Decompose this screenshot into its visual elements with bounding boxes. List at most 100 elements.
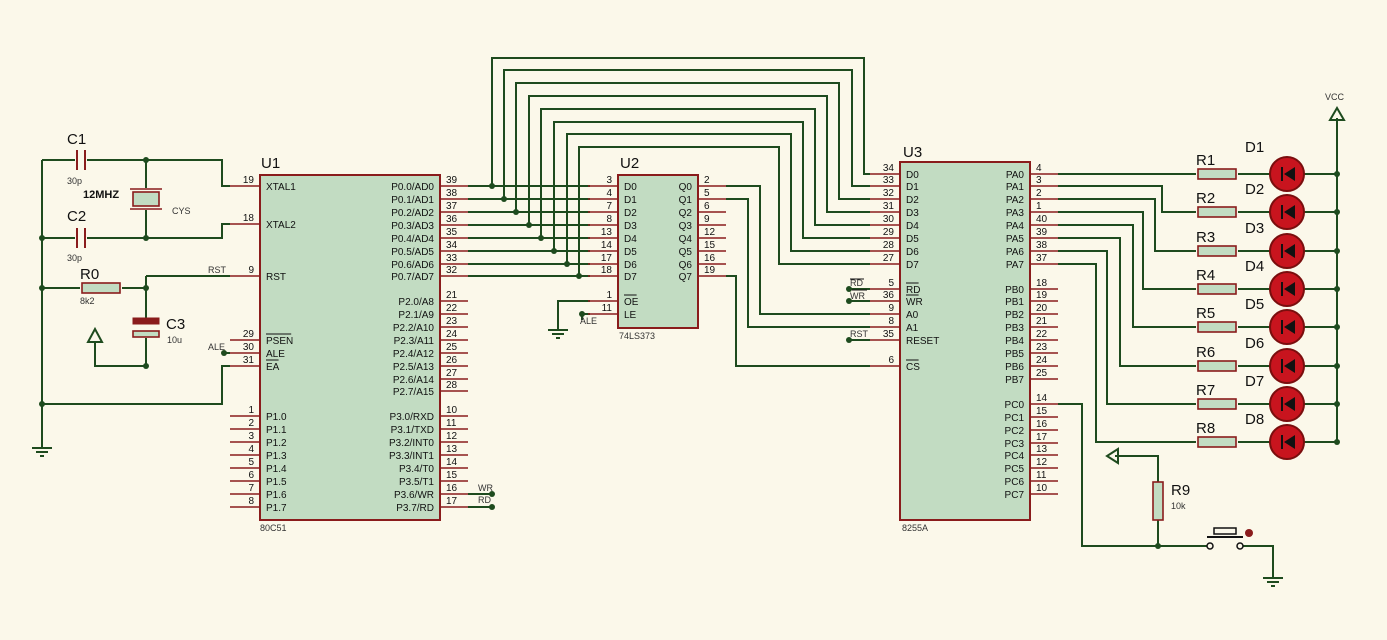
led-triangle xyxy=(1284,359,1295,373)
pin-number: 11 xyxy=(1036,470,1047,481)
led-triangle xyxy=(1284,435,1295,449)
pin-number: 8 xyxy=(606,214,612,225)
pin-number: 14 xyxy=(601,240,613,251)
pin-number: 20 xyxy=(1036,303,1048,314)
pa-to-resistor xyxy=(1058,185,1196,213)
net-rd-label-u1: RD xyxy=(478,495,491,505)
pin-number: 34 xyxy=(446,240,458,251)
pin-name: P1.7 xyxy=(266,503,287,514)
pin-name: PB2 xyxy=(1005,310,1024,321)
pa-to-resistor xyxy=(1058,198,1196,252)
pin-number: 30 xyxy=(243,342,255,353)
led-ref: D6 xyxy=(1245,335,1264,352)
junction-dot xyxy=(846,337,852,343)
pin-number: 5 xyxy=(888,278,894,289)
pin-number: 4 xyxy=(248,444,254,455)
r0-ref: R0 xyxy=(80,266,99,283)
pin-name: P0.1/AD1 xyxy=(391,195,434,206)
pin-name: P1.5 xyxy=(266,477,287,488)
led-ref: D5 xyxy=(1245,296,1264,313)
pin-name: P0.7/AD7 xyxy=(391,272,434,283)
pin-name: P2.3/A11 xyxy=(394,336,435,347)
pin-number: 5 xyxy=(248,457,254,468)
pin-number: 4 xyxy=(606,188,612,199)
net-wr-label-u3: WR xyxy=(850,291,865,301)
u3-ref: U3 xyxy=(903,144,922,161)
pin-name: PSEN xyxy=(266,336,293,347)
resistor-ref: R3 xyxy=(1196,229,1215,246)
c2-value: 30p xyxy=(67,253,82,263)
pin-name: PC3 xyxy=(1005,439,1025,450)
junction-dot xyxy=(143,363,149,369)
pin-name: D7 xyxy=(624,272,637,283)
pin-number: 12 xyxy=(704,227,716,238)
pin-number: 39 xyxy=(446,175,458,186)
pin-name: Q5 xyxy=(679,247,693,258)
pin-number: 21 xyxy=(1036,316,1048,327)
pin-number: 33 xyxy=(883,175,895,186)
pin-number: 11 xyxy=(602,303,613,314)
pin-number: 36 xyxy=(446,214,458,225)
junction-dot xyxy=(579,311,585,317)
led-triangle xyxy=(1284,244,1295,258)
pin-number: 25 xyxy=(446,342,458,353)
pin-number: 1 xyxy=(248,405,254,416)
pin-number: 29 xyxy=(243,329,255,340)
led-ref: D1 xyxy=(1245,139,1264,156)
pin-number: 17 xyxy=(601,253,613,264)
pin-name: XTAL2 xyxy=(266,220,296,231)
pa-to-resistor xyxy=(1058,263,1196,443)
pin-name: P3.4/T0 xyxy=(399,464,434,475)
led-triangle xyxy=(1284,282,1295,296)
c1-value: 30p xyxy=(67,176,82,186)
net-ale-label-u2: ALE xyxy=(580,316,597,326)
net-rd-label-u3: RD xyxy=(850,278,863,288)
pin-name: PB7 xyxy=(1005,375,1024,386)
resistor-body xyxy=(1197,398,1237,410)
led-triangle xyxy=(1284,205,1295,219)
pin-name: P2.6/A14 xyxy=(393,375,435,386)
pin-number: 1 xyxy=(606,290,612,301)
pa-to-resistor xyxy=(1058,211,1196,290)
pin-number: 16 xyxy=(704,253,716,264)
pa-to-resistor xyxy=(1058,237,1196,367)
pin-number: 5 xyxy=(704,188,710,199)
pin-name: D5 xyxy=(906,234,919,245)
pin-number: 6 xyxy=(704,201,710,212)
pin-name: PC2 xyxy=(1005,426,1025,437)
pin-number: 2 xyxy=(248,418,254,429)
pin-name: P0.2/AD2 xyxy=(391,208,434,219)
resistor-body xyxy=(1197,321,1237,333)
u2-body xyxy=(617,174,699,329)
pin-number: 25 xyxy=(1036,368,1048,379)
chips xyxy=(230,161,1058,521)
u3-type: 8255A xyxy=(902,523,928,533)
pin-name: Q2 xyxy=(679,208,693,219)
pc0-to-button xyxy=(1058,403,1207,547)
resistor-ref: R6 xyxy=(1196,344,1215,361)
pin-number: 26 xyxy=(446,355,458,366)
net-vcc-label: VCC xyxy=(1325,92,1345,102)
pin-name: P0.6/AD6 xyxy=(391,260,434,271)
junction-dot xyxy=(221,350,227,356)
pin-number: 24 xyxy=(446,329,458,340)
pin-number: 13 xyxy=(1036,444,1048,455)
pin-name: D6 xyxy=(624,260,637,271)
pin-number: 1 xyxy=(1036,201,1042,212)
pin-name: P1.0 xyxy=(266,412,287,423)
data-bus-loop xyxy=(578,146,870,276)
resistor-body xyxy=(1197,436,1237,448)
pin-name: D5 xyxy=(624,247,637,258)
pin-number: 23 xyxy=(446,316,458,327)
pin-number: 7 xyxy=(606,201,612,212)
pin-name: P1.2 xyxy=(266,438,287,449)
pin-name: P3.3/INT1 xyxy=(389,451,434,462)
pin-name: P3.2/INT0 xyxy=(389,438,434,449)
pin-number: 6 xyxy=(248,470,254,481)
u1-body xyxy=(259,174,441,521)
pin-number: 9 xyxy=(888,303,894,314)
pin-name: P2.2/A10 xyxy=(393,323,435,334)
pin-name: PC5 xyxy=(1005,464,1025,475)
pin-name: EA xyxy=(266,362,280,373)
pin-number: 28 xyxy=(446,380,458,391)
